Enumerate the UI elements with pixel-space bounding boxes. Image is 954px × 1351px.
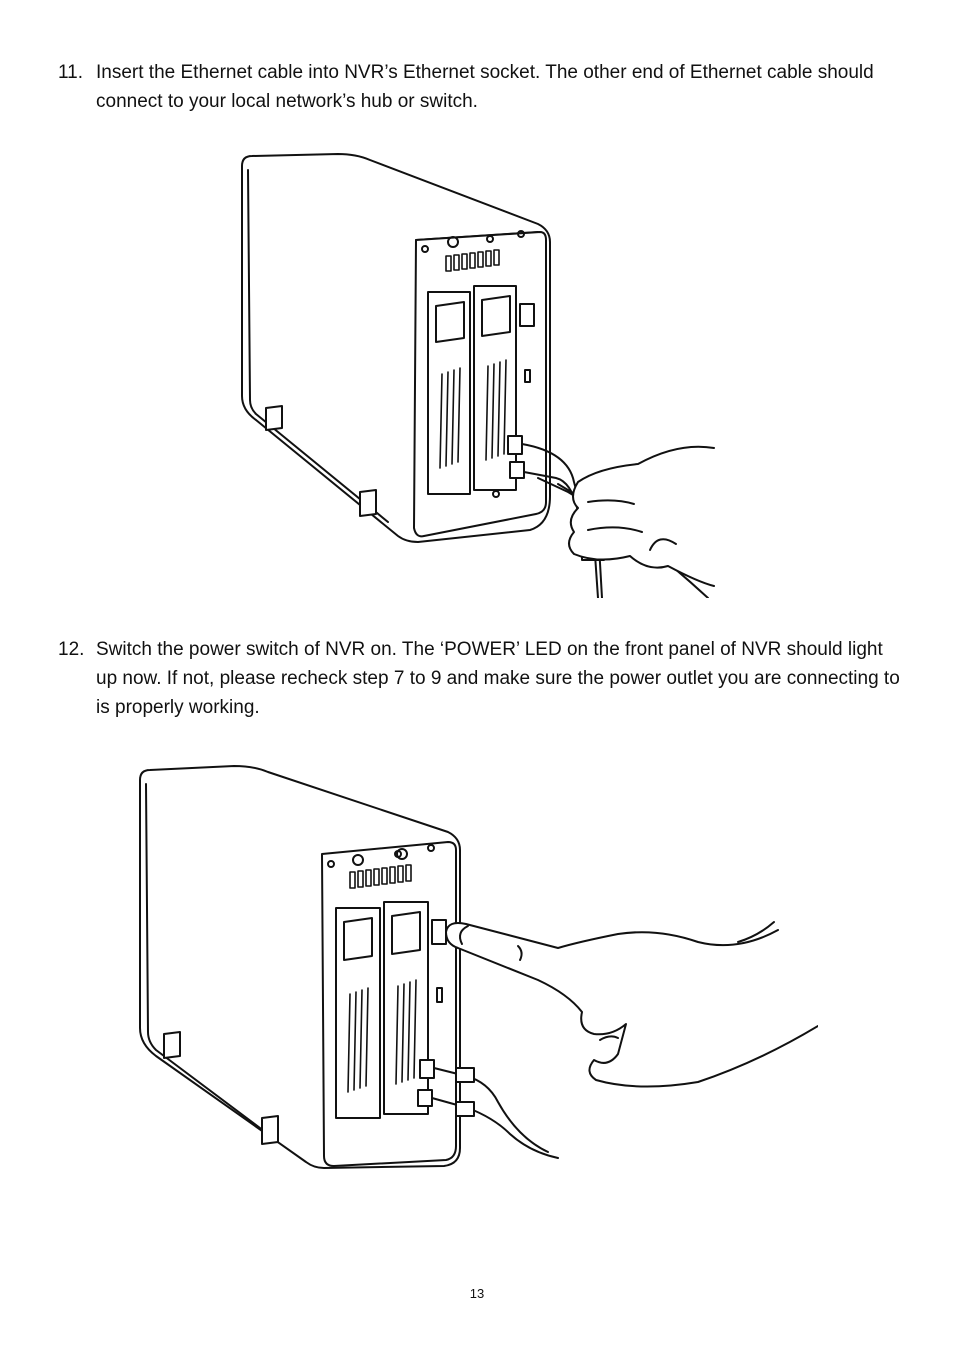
step-text: Insert the Ethernet cable into NVR’s Eth… [96,62,874,112]
step-number: 12. [58,639,85,660]
nvr-ethernet-illustration [238,152,716,598]
step-number: 11. [58,62,84,83]
page-number: 13 [469,1286,485,1301]
step-11: 11. Insert the Ethernet cable into NVR’s… [58,58,908,116]
step-12: 12. Switch the power switch of NVR on. T… [58,635,908,722]
nvr-power-switch-illustration [138,762,818,1170]
step-text: Switch the power switch of NVR on. The ‘… [96,639,900,718]
